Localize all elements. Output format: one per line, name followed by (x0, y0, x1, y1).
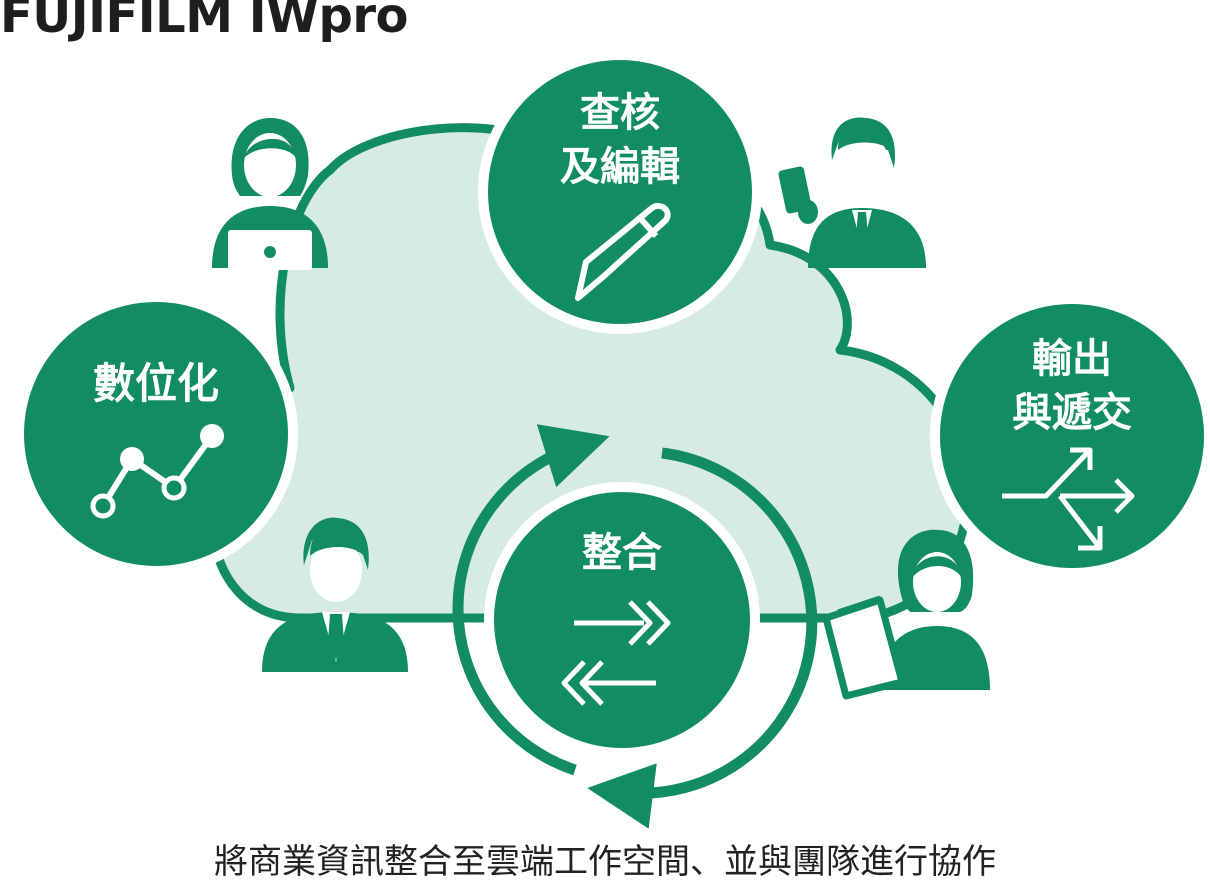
diagram-caption: 將商業資訊整合至雲端工作空間、並與團隊進行協作 (214, 842, 996, 882)
review-label-line2: 及編輯 (560, 144, 680, 190)
split-arrow-icon (1002, 447, 1135, 551)
step-integrate: 整合 (484, 482, 760, 758)
woman-laptop-icon (212, 118, 328, 270)
output-label-line2: 與遞交 (1012, 390, 1132, 436)
output-label-line1: 輸出 (1032, 336, 1112, 382)
digitize-label: 數位化 (93, 359, 219, 408)
brand-logo: FUJIFILM IWpro (0, 0, 409, 44)
man-suit-icon (262, 517, 408, 672)
exchange-arrows-icon (561, 600, 671, 706)
man-phone-icon (778, 117, 926, 268)
integrate-label: 整合 (582, 530, 662, 576)
cycle-arrows-icon (452, 424, 818, 829)
woman-document-icon (822, 529, 990, 700)
step-review-edit: 查核 及編輯 (478, 50, 762, 334)
step-digitize: 數位化 (14, 292, 298, 576)
pencil-icon (575, 202, 671, 301)
review-label-line1: 查核 (580, 90, 660, 136)
step-output-delivery: 輸出 與遞交 (930, 294, 1210, 578)
line-chart-icon (90, 424, 224, 519)
